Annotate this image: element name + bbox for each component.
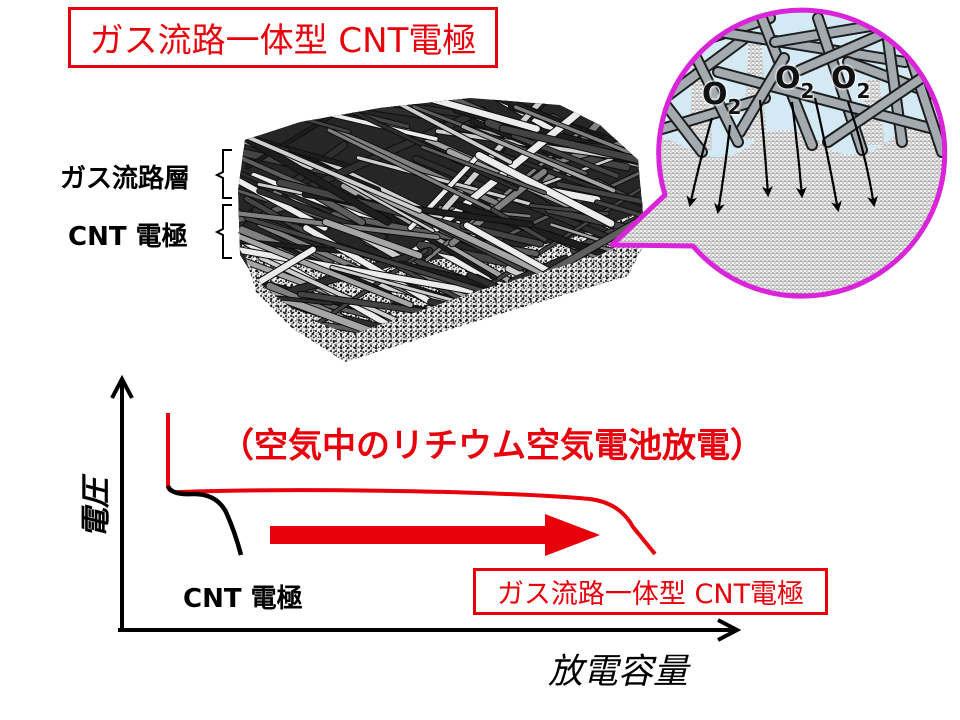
capacity-increase-arrow: [270, 514, 600, 556]
cnt-electrode-illustration: [238, 98, 646, 362]
oxygen-diffusion-arrow: [846, 101, 879, 208]
oxygen-diffusion-arrows: [686, 97, 879, 215]
gas-channel-layer-label: ガス流路層: [60, 164, 191, 194]
chart-annotation: （空気中のリチウム空気電池放電）: [220, 426, 764, 466]
cnt-fiber-outline: [567, 310, 645, 335]
element-symbol: O: [775, 61, 801, 96]
cnt-fiber: [238, 110, 391, 225]
cnt-fiber: [356, 98, 540, 132]
x-axis-arrowhead: [717, 618, 742, 642]
subscript: 2: [727, 95, 742, 119]
magnified-callout: [609, 7, 948, 299]
carbon-rod: [796, 31, 884, 74]
cnt-fiber: [506, 311, 630, 335]
cnt-fiber: [238, 221, 413, 308]
cnt-fiber: [238, 112, 422, 213]
cnt-fiber: [582, 101, 645, 122]
cnt-electrode-series-label: CNT 電極: [183, 584, 303, 614]
cnt-fiber: [327, 98, 518, 191]
cnt-discharge-curve: [165, 485, 244, 556]
y-axis-label: 電圧: [79, 478, 114, 538]
cnt-fiber: [322, 219, 423, 259]
oxygen-diffusion-arrow: [686, 117, 714, 208]
oxygen-molecule-label: O2: [775, 61, 814, 103]
oxygen-diffusion-arrow: [813, 97, 842, 213]
cnt-fiber: [333, 128, 499, 206]
element-symbol: O: [702, 77, 728, 112]
cnt-fiber: [461, 124, 616, 193]
page-title: ガス流路一体型 CNT電極: [68, 7, 498, 68]
electrode-region: [612, 126, 945, 297]
cnt-fiber-outline: [487, 296, 645, 335]
cnt-fiber-outline: [505, 310, 631, 335]
x-axis-label: 放電容量: [548, 652, 689, 692]
cnt-fiber: [568, 311, 645, 335]
cnt-electrode-layer-label: CNT 電極: [68, 222, 188, 252]
carbon-rod: [754, 10, 816, 149]
carbon-rod: [648, 94, 769, 136]
cnt-fiber: [556, 182, 645, 219]
cnt-electrode-bracket: [214, 204, 232, 259]
carbon-rod: [736, 54, 788, 136]
cnt-fiber: [475, 151, 615, 227]
cnt-fiber: [595, 200, 645, 237]
oxygen-diffusion-arrow: [790, 101, 807, 199]
cnt-fiber: [421, 145, 546, 195]
subscript: 2: [800, 79, 815, 103]
cnt-fiber: [511, 133, 619, 178]
cnt-fiber: [238, 98, 351, 134]
cnt-fiber: [327, 128, 491, 210]
callout-border: [609, 7, 948, 299]
oxygen-molecule-label: O2: [831, 61, 870, 103]
cnt-fiber: [238, 206, 440, 240]
cnt-fiber-outline: [576, 104, 645, 127]
oxygen-molecule-label: O2: [702, 77, 741, 119]
cnt-fiber: [488, 297, 645, 335]
cnt-fiber: [356, 156, 531, 206]
discharge-chart: [110, 374, 742, 642]
subscript: 2: [856, 79, 871, 103]
cnt-fiber: [342, 315, 522, 335]
element-symbol: O: [831, 61, 857, 96]
cnt-fiber: [577, 105, 645, 126]
callout-contents: [612, 10, 945, 297]
cnt-fiber: [513, 105, 645, 188]
carbon-rod: [691, 24, 909, 66]
oxygen-diffusion-arrow: [758, 99, 773, 198]
cnt-fiber: [323, 98, 513, 164]
cnt-fiber-outline: [547, 300, 621, 332]
cnt-fiber: [548, 301, 620, 331]
cnt-fiber: [245, 216, 487, 294]
gas-channel-cnt-series-label: ガス流路一体型 CNT電極: [473, 568, 828, 615]
gas-channel-layer-bracket: [214, 149, 232, 199]
y-axis-arrowhead: [110, 374, 134, 399]
cnt-fiber-outline: [581, 100, 645, 123]
carbon-rod: [714, 68, 945, 136]
cnt-fiber: [238, 247, 474, 294]
cnt-fiber: [499, 125, 645, 183]
oxygen-diffusion-arrow: [714, 124, 732, 215]
